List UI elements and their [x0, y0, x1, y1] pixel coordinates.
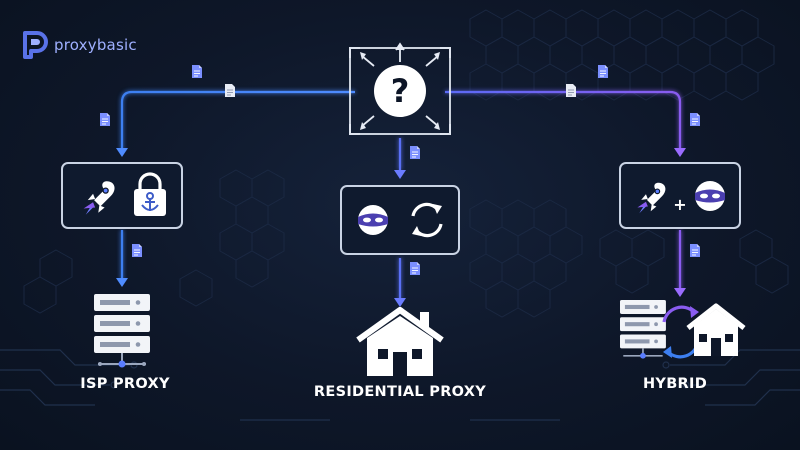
decision-node: ? [349, 42, 451, 135]
house-icon [356, 307, 444, 376]
proxybasic-logo-icon [23, 31, 48, 59]
connector-lines [120, 90, 682, 300]
question-mark-icon [374, 65, 426, 117]
brand-logo: proxybasic [22, 30, 137, 60]
lock-anchor-icon [134, 172, 166, 216]
isp-feature-panel [61, 162, 183, 229]
arrow-heads [116, 148, 686, 307]
plus-sign: + [673, 195, 686, 214]
isp-proxy-label: ISP PROXY [80, 376, 170, 392]
masked-user-icon [358, 205, 388, 235]
masked-user-icon [695, 181, 725, 211]
brand-name: proxybasic [54, 36, 137, 54]
circuit-traces [0, 349, 800, 421]
residential-proxy-label: RESIDENTIAL PROXY [313, 384, 487, 400]
hybrid-feature-panel: + [619, 162, 741, 229]
residential-feature-panel [340, 185, 460, 255]
server-rack-icon [94, 294, 150, 368]
hybrid-label: HYBRID [642, 376, 708, 392]
server-house-icon [620, 300, 746, 359]
question-symbol: ? [391, 72, 410, 110]
